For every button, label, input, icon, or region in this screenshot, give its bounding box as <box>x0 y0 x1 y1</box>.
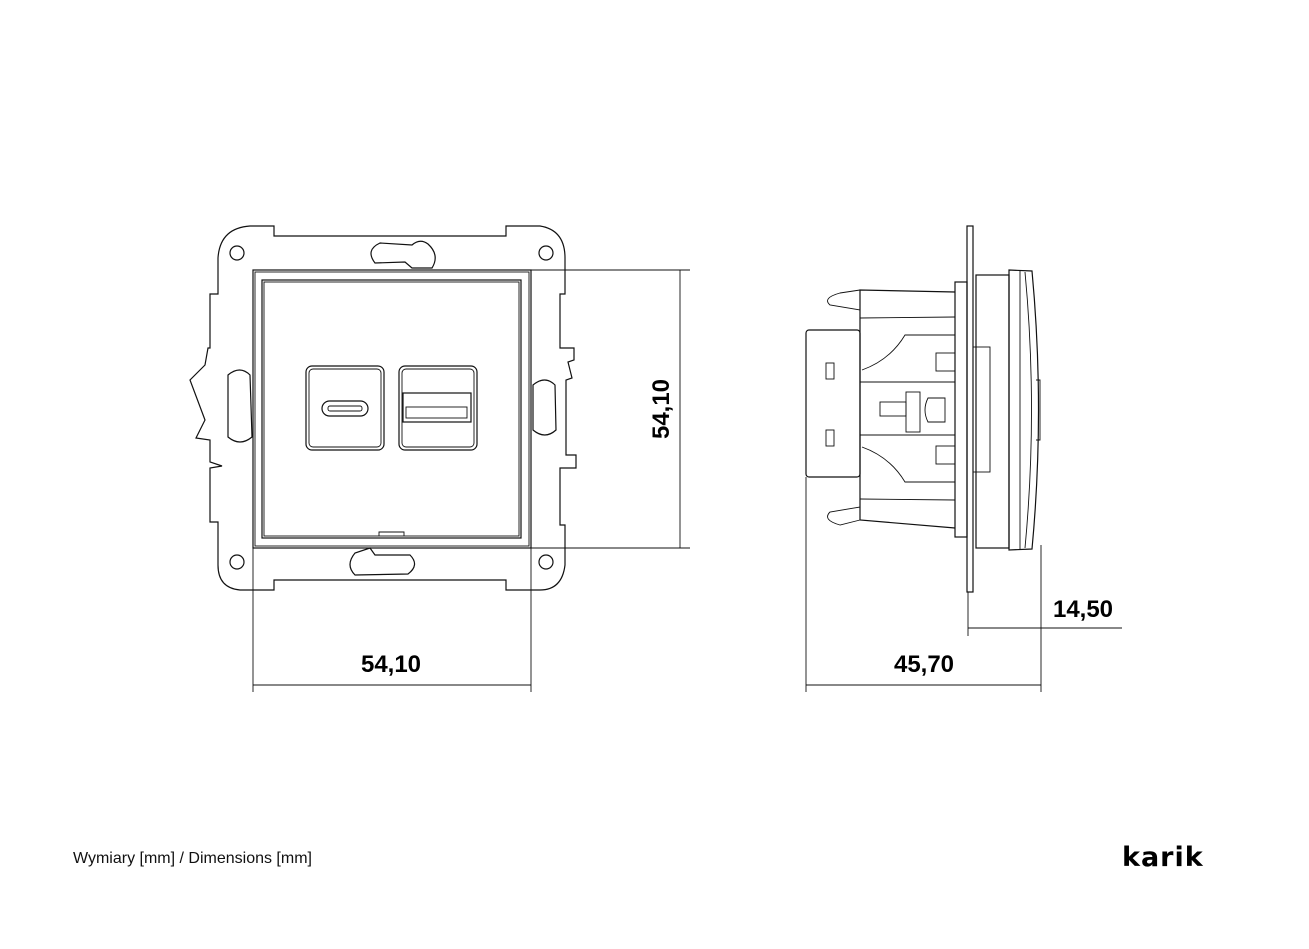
dimensions-caption: Wymiary [mm] / Dimensions [mm] <box>73 850 312 867</box>
usb-a-port-tongue <box>405 406 468 419</box>
terminal-screw <box>905 391 921 433</box>
usb-a-module-inner <box>401 368 475 448</box>
rear-body <box>859 289 956 529</box>
usb-c-port-slot <box>327 405 363 412</box>
faceplate-notch <box>378 531 405 536</box>
connector-block <box>805 329 861 478</box>
front-cover <box>1008 269 1040 551</box>
faceplate-inner <box>261 279 522 539</box>
screw-hole-bottom-left <box>229 554 245 570</box>
screw-hole-top-left <box>229 245 245 261</box>
slot-right <box>532 379 557 436</box>
side-dimensions: 45,70 14,50 <box>805 477 1122 692</box>
body-front <box>975 274 1010 549</box>
body-flange <box>954 281 968 538</box>
screw-hole-top-right <box>538 245 554 261</box>
height-dimension-label: 54,10 <box>648 379 675 439</box>
mounting-frame <box>189 225 577 591</box>
front-dimensions: 54,10 54,10 <box>252 269 690 692</box>
depth-dimension-label: 45,70 <box>894 651 954 678</box>
screw-hole-bottom-right <box>538 554 554 570</box>
slot-top <box>370 240 436 269</box>
usb-c-port-icon <box>321 400 369 417</box>
slot-left <box>227 369 253 443</box>
usb-a-module <box>398 365 478 451</box>
karik-logo: karik <box>1122 842 1204 873</box>
front-view <box>189 225 577 591</box>
usb-c-module <box>305 365 385 451</box>
side-view <box>805 225 1041 593</box>
faceplate-edge <box>254 271 530 547</box>
faceplate-outer <box>252 269 532 549</box>
slot-bottom <box>349 547 416 576</box>
width-dimension-label: 54,10 <box>361 651 421 678</box>
usb-c-module-inner <box>308 368 382 448</box>
front-dimension-label: 14,50 <box>1053 596 1113 623</box>
usb-a-port-icon <box>402 392 472 423</box>
mounting-plate <box>966 225 974 593</box>
faceplate-inner-edge <box>263 281 520 537</box>
